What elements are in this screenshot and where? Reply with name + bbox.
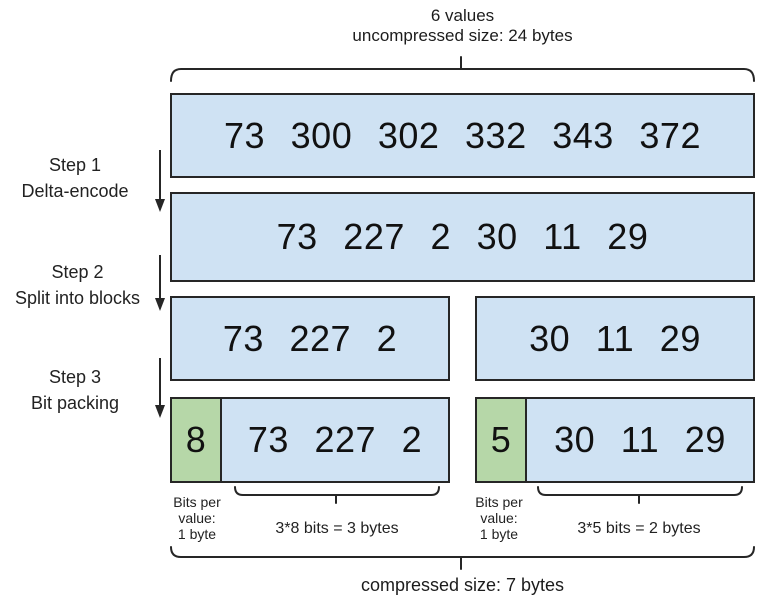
step1-label: Step 1 Delta-encode bbox=[0, 152, 150, 204]
uncompressed-size-label: 6 values uncompressed size: 24 bytes bbox=[170, 6, 755, 46]
arrow-down-icon bbox=[155, 255, 165, 311]
packed-left-bits-cell: 8 bbox=[172, 399, 222, 481]
block-left-box: 73 227 2 bbox=[170, 296, 450, 381]
top-brace bbox=[170, 56, 755, 82]
value-count-text: 6 values bbox=[430, 6, 495, 25]
bytes-right-label: 3*5 bits = 2 bytes bbox=[577, 520, 701, 537]
delta-values-text: 73 227 2 30 11 29 bbox=[276, 216, 649, 257]
delta-values-box: 73 227 2 30 11 29 bbox=[170, 192, 755, 282]
compressed-size-label: compressed size: 7 bytes bbox=[360, 575, 565, 595]
block-right-box: 30 11 29 bbox=[475, 296, 755, 381]
block-left-text: 73 227 2 bbox=[222, 317, 398, 359]
packed-right-values-cell: 30 11 29 bbox=[527, 399, 753, 481]
block-right-text: 30 11 29 bbox=[529, 317, 701, 359]
step2-subtitle: Split into blocks bbox=[14, 288, 141, 308]
packed-right-values-text: 30 11 29 bbox=[554, 419, 726, 460]
original-values-box: 73 300 302 332 343 372 bbox=[170, 93, 755, 178]
original-values-text: 73 300 302 332 343 372 bbox=[224, 114, 701, 156]
arrow-down-icon bbox=[155, 358, 165, 418]
bits-per-value-left-label: Bits per value: 1 byte bbox=[173, 494, 221, 542]
step3-title: Step 3 bbox=[48, 367, 102, 387]
arrow-down-icon bbox=[155, 150, 165, 212]
step3-label: Step 3 Bit packing bbox=[0, 364, 150, 416]
step1-subtitle: Delta-encode bbox=[21, 181, 129, 201]
packed-right-bits-text: 5 bbox=[490, 419, 512, 460]
packed-left-box: 8 73 227 2 bbox=[170, 397, 450, 483]
bytes-left-label: 3*8 bits = 3 bytes bbox=[275, 520, 399, 537]
packed-left-bits-text: 8 bbox=[185, 419, 207, 460]
step1-title: Step 1 bbox=[48, 155, 102, 175]
bits-per-value-right-label: Bits per value: 1 byte bbox=[475, 494, 523, 542]
bottom-brace bbox=[170, 546, 755, 570]
packed-right-bits-cell: 5 bbox=[477, 399, 527, 481]
packed-left-values-cell: 73 227 2 bbox=[222, 399, 448, 481]
uncompressed-size-text: uncompressed size: 24 bytes bbox=[352, 26, 573, 45]
packed-left-values-text: 73 227 2 bbox=[247, 419, 423, 460]
step2-label: Step 2 Split into blocks bbox=[0, 259, 155, 311]
payload-left-brace bbox=[234, 486, 440, 504]
step2-title: Step 2 bbox=[51, 262, 104, 282]
step3-subtitle: Bit packing bbox=[30, 393, 120, 413]
packed-right-box: 5 30 11 29 bbox=[475, 397, 755, 483]
payload-right-brace bbox=[537, 486, 743, 504]
